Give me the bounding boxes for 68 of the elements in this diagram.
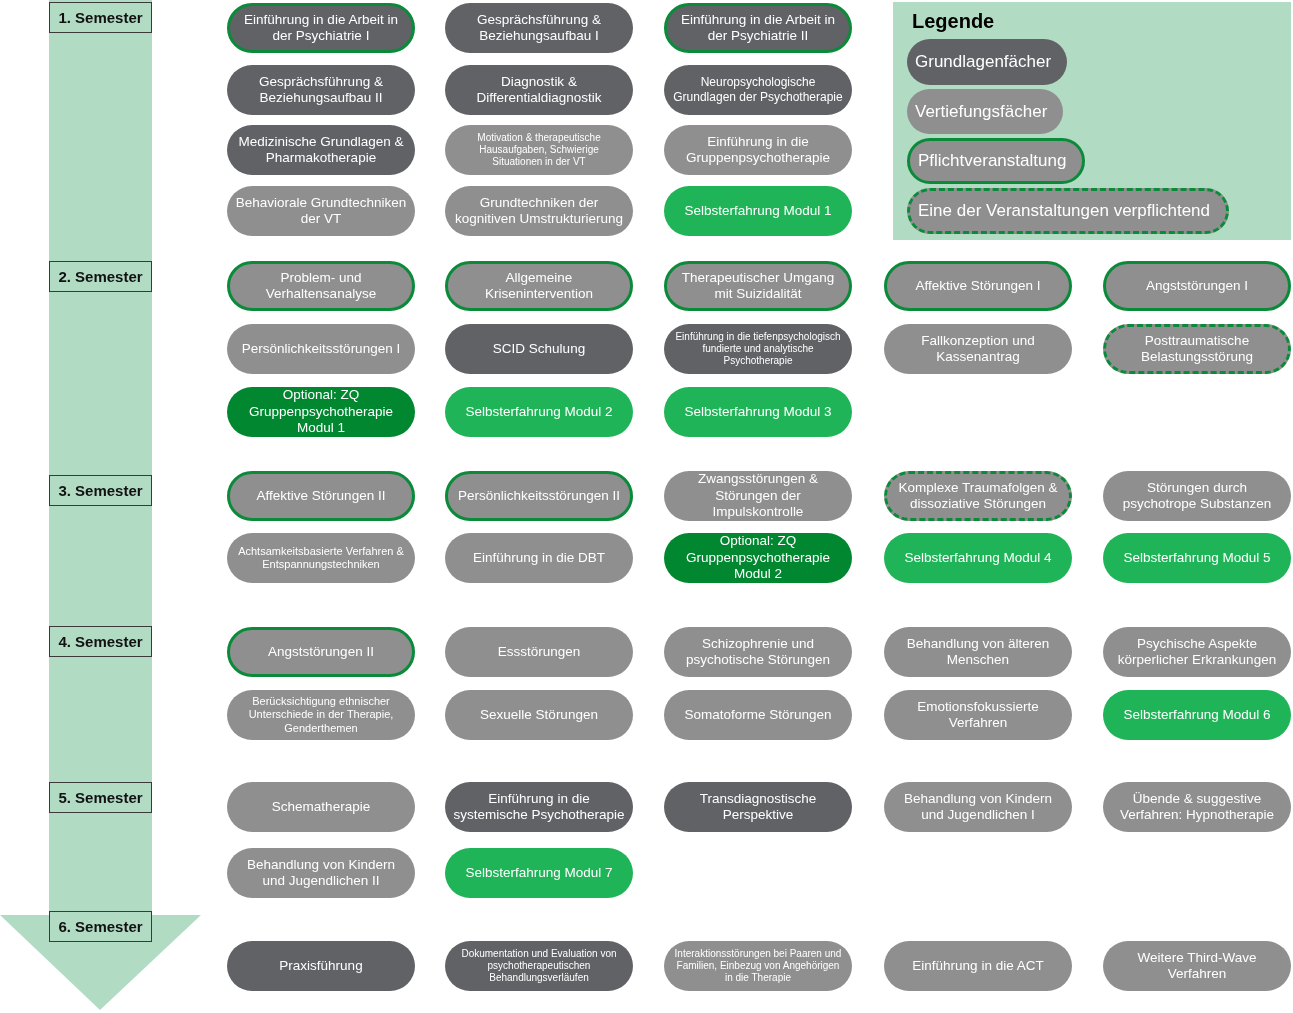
legend-item: Eine der Veranstaltungen verpflichtend [907,188,1230,234]
course-pill: Selbsterfahrung Modul 4 [884,533,1072,583]
course-pill: Interaktionsstörungen bei Paaren und Familien, Einbezug von Angehörigen in die Therapie [664,941,852,991]
course-pill: Therapeutischer Umgang mit Suizidalität [664,261,852,311]
course-pill: Schematherapie [227,782,415,832]
course-pill: Einführung in die tiefenpsychologisch fundierte und analytische Psychotherapie [664,324,852,374]
semester-label: 3. Semester [49,475,152,506]
course-pill: Weitere Third-Wave Verfahren [1103,941,1291,991]
course-pill: Transdiagnostische Perspektive [664,782,852,832]
course-pill: Achtsamkeitsbasierte Verfahren & Entspannungstechniken [227,533,415,583]
legend-item: Pflichtveranstaltung [907,138,1086,185]
course-pill: Angststörungen II [227,627,415,677]
course-pill: Selbsterfahrung Modul 3 [664,387,852,437]
course-pill: Selbsterfahrung Modul 6 [1103,690,1291,740]
course-pill: Affektive Störungen II [227,471,415,521]
course-pill: Angststörungen I [1103,261,1291,311]
semester-label: 1. Semester [49,2,152,33]
course-pill: Schizophrenie und psychotische Störungen [664,627,852,677]
course-pill: Behandlung von Kindern und Jugendlichen II [227,848,415,898]
course-pill: Selbsterfahrung Modul 5 [1103,533,1291,583]
course-pill: Behaviorale Grundtechniken der VT [227,186,415,236]
course-pill: Behandlung von Kindern und Jugendlichen I [884,782,1072,832]
course-pill: Motivation & therapeutische Hausaufgaben, Schwierige Situationen in der VT [445,125,633,175]
course-pill: Einführung in die ACT [884,941,1072,991]
course-pill: Problem- und Verhaltensanalyse [227,261,415,311]
course-pill: Sexuelle Störungen [445,690,633,740]
semester-label: 6. Semester [49,911,152,942]
course-pill: Neuropsychologische Grundlagen der Psychotherapie [664,65,852,115]
course-pill: Einführung in die systemische Psychotherapie [445,782,633,832]
semester-label: 4. Semester [49,626,152,657]
course-pill: Persönlichkeitsstörungen II [445,471,633,521]
course-pill: Optional: ZQ Gruppenpsychotherapie Modul 2 [664,533,852,583]
course-pill: Zwangsstörungen & Störungen der Impulskontrolle [664,471,852,521]
course-pill: Medizinische Grundlagen & Pharmakotherapie [227,125,415,175]
course-pill: Essstörungen [445,627,633,677]
legend-title: Legende [912,10,995,33]
course-pill: Affektive Störungen I [884,261,1072,311]
course-pill: Persönlichkeitsstörungen I [227,324,415,374]
course-pill: Allgemeine Krisenintervention [445,261,633,311]
course-pill: Selbsterfahrung Modul 2 [445,387,633,437]
course-pill: Emotionsfokussierte Verfahren [884,690,1072,740]
legend-item: Grundlagenfächer [907,39,1068,85]
course-pill: Posttraumatische Belastungsstörung [1103,324,1291,374]
legend-item: Vertiefungsfächer [907,88,1064,135]
course-pill: SCID Schulung [445,324,633,374]
course-pill: Diagnostik & Differentialdiagnostik [445,65,633,115]
course-pill: Einführung in die Arbeit in der Psychiatrie II [664,3,852,53]
course-pill: Praxisführung [227,941,415,991]
course-pill: Einführung in die Gruppenpsychotherapie [664,125,852,175]
course-pill: Fallkonzeption und Kassenantrag [884,324,1072,374]
course-pill: Somatoforme Störungen [664,690,852,740]
course-pill: Störungen durch psychotrope Substanzen [1103,471,1291,521]
course-pill: Psychische Aspekte körperlicher Erkrankungen [1103,627,1291,677]
course-pill: Übende & suggestive Verfahren: Hypnotherapie [1103,782,1291,832]
course-pill: Gesprächsführung & Beziehungsaufbau I [445,3,633,53]
course-pill: Grundtechniken der kognitiven Umstrukturierung [445,186,633,236]
course-pill: Einführung in die Arbeit in der Psychiatrie I [227,3,415,53]
course-pill: Einführung in die DBT [445,533,633,583]
semester-label: 5. Semester [49,782,152,813]
course-pill: Dokumentation und Evaluation von psychotherapeutischen Behandlungsverläufen [445,941,633,991]
course-pill: Berücksichtigung ethnischer Unterschiede in der Therapie, Genderthemen [227,690,415,740]
course-pill: Optional: ZQ Gruppenpsychotherapie Modul 1 [227,387,415,437]
course-pill: Komplexe Traumafolgen & dissoziative Störungen [884,471,1072,521]
semester-label: 2. Semester [49,261,152,292]
course-pill: Gesprächsführung & Beziehungsaufbau II [227,65,415,115]
course-pill: Selbsterfahrung Modul 1 [664,186,852,236]
course-pill: Selbsterfahrung Modul 7 [445,848,633,898]
course-pill: Behandlung von älteren Menschen [884,627,1072,677]
